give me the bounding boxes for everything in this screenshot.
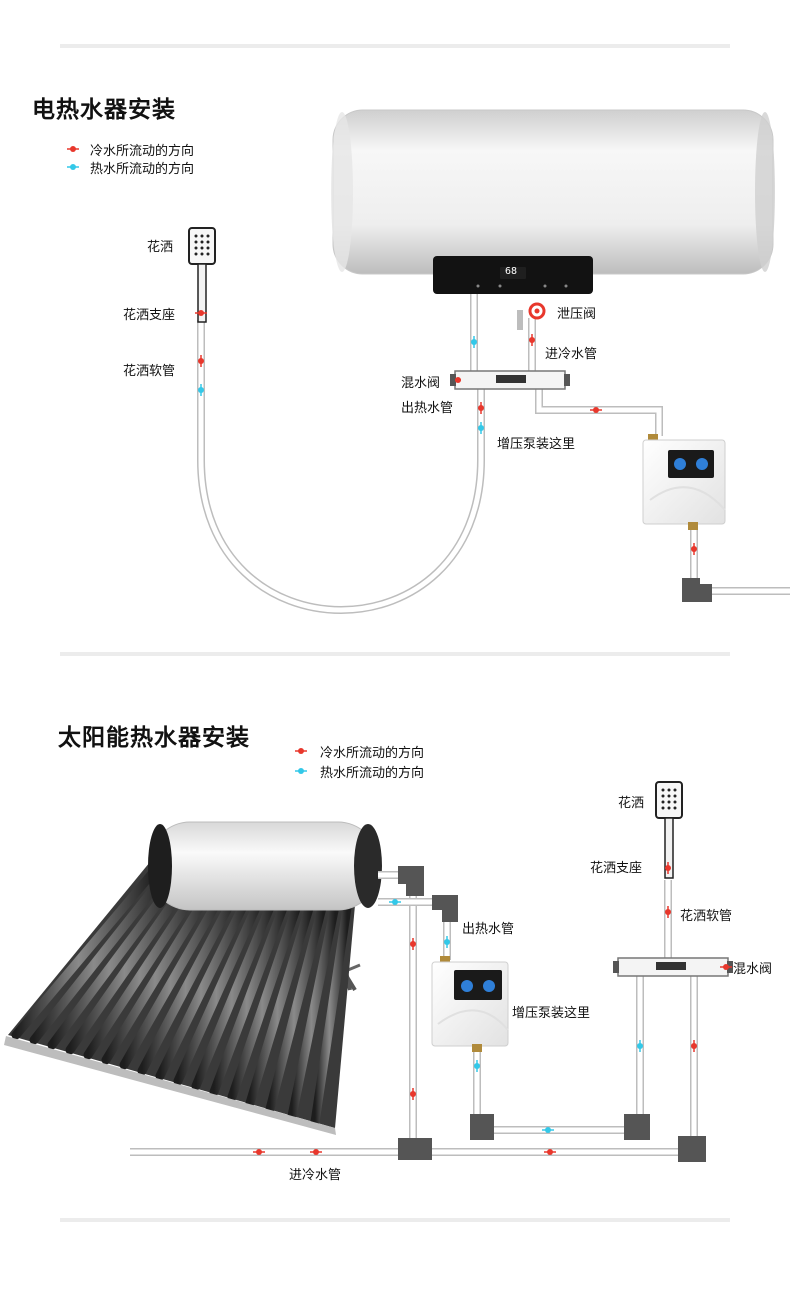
hot-flow-marker	[478, 422, 484, 434]
pipe-elbow	[624, 1114, 650, 1140]
electric-display-readout: 68	[505, 266, 518, 277]
electric-shower-hose-label: 花洒软管	[123, 364, 176, 379]
pipe-elbow	[432, 895, 458, 922]
cold-flow-marker	[544, 1149, 556, 1155]
solar-pipe-elbows	[398, 866, 706, 1162]
cold-flow-marker	[410, 1088, 416, 1100]
electric-mixing-valve	[450, 370, 570, 390]
solar-section-title: 太阳能热水器安装	[58, 725, 250, 751]
solar-legend-cold-label: 冷水所流动的方向	[320, 746, 425, 761]
hot-flow-marker	[444, 936, 450, 948]
cold-flow-marker	[720, 964, 732, 970]
hot-flow-marker	[542, 1127, 554, 1133]
electric-legend-cold-label: 冷水所流动的方向	[90, 144, 195, 159]
hot-flow-marker	[198, 384, 204, 396]
electric-shower-head-label: 花洒	[147, 240, 174, 255]
cold-flow-marker	[665, 862, 671, 874]
relief-valve-label: 泄压阀	[557, 307, 597, 322]
top-separator	[60, 44, 730, 48]
solar-shower-head-label: 花洒	[618, 796, 645, 811]
cold-flow-marker	[455, 377, 461, 383]
electric-shower-head-icon	[188, 227, 216, 323]
solar-mixing-valve	[613, 957, 733, 977]
solar-hot-outlet-label: 出热水管	[462, 922, 515, 937]
solar-mixing-valve-label: 混水阀	[733, 962, 773, 977]
electric-flow-markers	[195, 310, 697, 555]
hot-flow-marker	[389, 899, 401, 905]
electric-legend-hot-label: 热水所流动的方向	[90, 162, 195, 177]
relief-valve-icon	[528, 302, 546, 320]
electric-booster-pump	[642, 434, 726, 530]
solar-shower-head-icon	[655, 781, 683, 879]
bottom-separator	[60, 1218, 730, 1222]
solar-pump-location-label: 增压泵装这里	[512, 1006, 591, 1021]
middle-separator	[60, 652, 730, 656]
hot-flow-marker	[471, 336, 477, 348]
electric-pipe-elbow	[682, 578, 712, 602]
solar-shower-hose-label: 花洒软管	[680, 909, 733, 924]
cold-flow-marker	[198, 355, 204, 367]
solar-flow-markers	[253, 862, 732, 1155]
solar-heater-section	[4, 748, 733, 1162]
electric-hot-outlet-label: 出热水管	[401, 401, 454, 416]
solar-collector	[4, 821, 382, 1135]
section-separators	[60, 44, 730, 1222]
electric-display-panel	[433, 256, 593, 294]
solar-legend-cold-marker	[295, 748, 307, 754]
cold-flow-marker	[691, 543, 697, 555]
electric-legend-hot-marker	[67, 164, 79, 170]
electric-tank	[331, 109, 775, 275]
cold-flow-marker	[253, 1149, 265, 1155]
solar-cold-inlet-label: 进冷水管	[289, 1168, 342, 1183]
cold-flow-marker	[590, 407, 602, 413]
cold-flow-marker	[195, 310, 207, 316]
pipe-elbow	[470, 1114, 494, 1140]
hot-flow-marker	[474, 1060, 480, 1072]
solar-legend-hot-label: 热水所流动的方向	[320, 766, 425, 781]
hot-flow-marker	[637, 1040, 643, 1052]
cold-flow-marker	[529, 334, 535, 346]
electric-section-title: 电热水器安装	[32, 97, 176, 123]
electric-cold-inlet-label: 进冷水管	[545, 347, 598, 362]
solar-legend-hot-marker	[295, 768, 307, 774]
pipe-elbow	[678, 1136, 706, 1162]
solar-booster-pump	[431, 956, 509, 1052]
cold-flow-marker	[665, 906, 671, 918]
cold-flow-marker	[691, 1040, 697, 1052]
pipe-elbow	[398, 866, 424, 896]
pipe-tee	[398, 1138, 432, 1160]
solar-vacuum-tubes	[11, 865, 352, 1127]
electric-shower-holder-label: 花洒支座	[123, 308, 176, 323]
solar-shower-holder-label: 花洒支座	[590, 861, 643, 876]
electric-legend-cold-marker	[67, 146, 79, 152]
electric-mixing-valve-label: 混水阀	[401, 376, 441, 391]
cold-flow-marker	[478, 402, 484, 414]
cold-flow-marker	[410, 938, 416, 950]
cold-flow-marker	[310, 1149, 322, 1155]
electric-pump-location-label: 增压泵装这里	[497, 437, 576, 452]
electric-heater-section	[67, 109, 790, 614]
